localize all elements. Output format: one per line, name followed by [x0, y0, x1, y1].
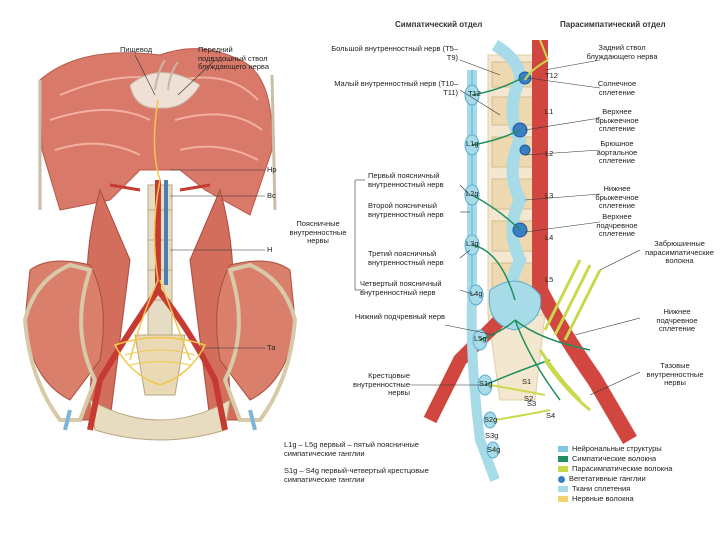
- vertebra-label: S3: [527, 400, 536, 409]
- vertebra-label: L5: [545, 276, 553, 285]
- superior-mesenteric-label: Верхнее брыжеечное сплетение: [582, 108, 652, 134]
- legend-item: Парасимпатические волокна: [558, 464, 672, 474]
- ganglion-label: S2g: [484, 416, 497, 425]
- ganglion-label: L4g: [470, 290, 483, 299]
- hypogastric-nerve-label: Нижний подчревный нерв: [340, 313, 445, 322]
- vertebra-label: T12: [545, 72, 558, 81]
- lumbar3-label: Третий поясничный внутренностный нерв: [368, 250, 463, 267]
- side-label-2: Вс: [267, 192, 276, 201]
- lumbar4-label: Четвертый поясничный внутренностный нерв: [360, 280, 460, 297]
- parasympathetic-header: Парасимпатический отдел: [560, 20, 666, 29]
- lumbar2-label: Второй поясничный внутренностный нерв: [368, 202, 463, 219]
- legend-item: Нейрональные структуры: [558, 444, 662, 454]
- esophagus-label: Пищевод: [120, 46, 152, 55]
- lumbar1-label: Первый поясничный внутренностный нерв: [368, 172, 463, 189]
- superior-hypogastric-label: Верхнее подчревное сплетение: [582, 213, 652, 239]
- legend-item: Ткани сплетения: [558, 484, 630, 494]
- inferior-hypogastric-label: Нижнее подчревное сплетение: [642, 308, 712, 334]
- vertebra-label: S4: [546, 412, 555, 421]
- pelvic-splanchnic-label: Тазовые внутренностные нервы: [635, 362, 715, 388]
- sympathetic-header: Симпатический отдел: [395, 20, 482, 29]
- side-label-1: Нр: [267, 166, 277, 175]
- legend-swatch: [558, 496, 568, 502]
- lesser-splanchnic-label: Малый внутренностный нерв (T10–T11): [330, 80, 458, 97]
- greater-splanchnic-label: Большой внутренностный нерв (T5–T9): [330, 45, 458, 62]
- ganglion-label: L1g: [466, 140, 479, 149]
- legend-item: Симпатические волокна: [558, 454, 656, 464]
- vertebra-label: S1: [522, 378, 531, 387]
- pelvic-parasympathetic-label: Забрюшинные парасимпатические волокна: [642, 240, 717, 266]
- vertebra-label: L4: [545, 234, 553, 243]
- vertebra-label: L3: [545, 192, 553, 201]
- left-anatomy-panel: [25, 49, 295, 440]
- lumbar-group-label: Поясничные внутренностные нервы: [283, 220, 353, 246]
- posterior-vagal-label: Задний ствол блуждающего нерва: [582, 44, 662, 61]
- ganglion-label: T12: [468, 90, 481, 99]
- side-label-3: Н: [267, 246, 272, 255]
- ganglion-label: L2g: [466, 190, 479, 199]
- legend-swatch: [558, 486, 568, 492]
- celiac-plexus-label: Солнечное сплетение: [582, 80, 652, 97]
- vertebra-label: L1: [545, 108, 553, 117]
- side-label-4: Та: [267, 344, 275, 353]
- aortic-plexus-label: Брюшное аортальное сплетение: [582, 140, 652, 166]
- sacral-splanchnic-label: Крестцовые внутренностные нервы: [330, 372, 410, 398]
- legend-item: Вегетативные ганглии: [558, 474, 646, 484]
- legend-item: Нервные волокна: [558, 494, 634, 504]
- legend-swatch: [558, 456, 568, 462]
- vagal-trunk-label: Передний подвздошный ствол блуждающего н…: [198, 46, 278, 72]
- legend-swatch: [558, 446, 568, 452]
- ganglion-label: S1g: [479, 380, 492, 389]
- ganglion-label: S4g: [487, 446, 500, 455]
- ganglion-label: S3g: [485, 432, 498, 441]
- sacral-ganglia-note: S1g – S4g первый-четвертый крестцовые си…: [284, 466, 429, 484]
- inferior-mesenteric-label: Нижнее брыжеечное сплетение: [582, 185, 652, 211]
- legend-swatch: [558, 466, 568, 472]
- ganglion-label: L5g: [474, 335, 487, 344]
- lumbar-ganglia-note: L1g – L5g первый – пятый поясничные симп…: [284, 440, 419, 458]
- vertebra-label: L2: [545, 150, 553, 159]
- ganglion-label: L3g: [466, 240, 479, 249]
- legend-swatch: [558, 476, 565, 483]
